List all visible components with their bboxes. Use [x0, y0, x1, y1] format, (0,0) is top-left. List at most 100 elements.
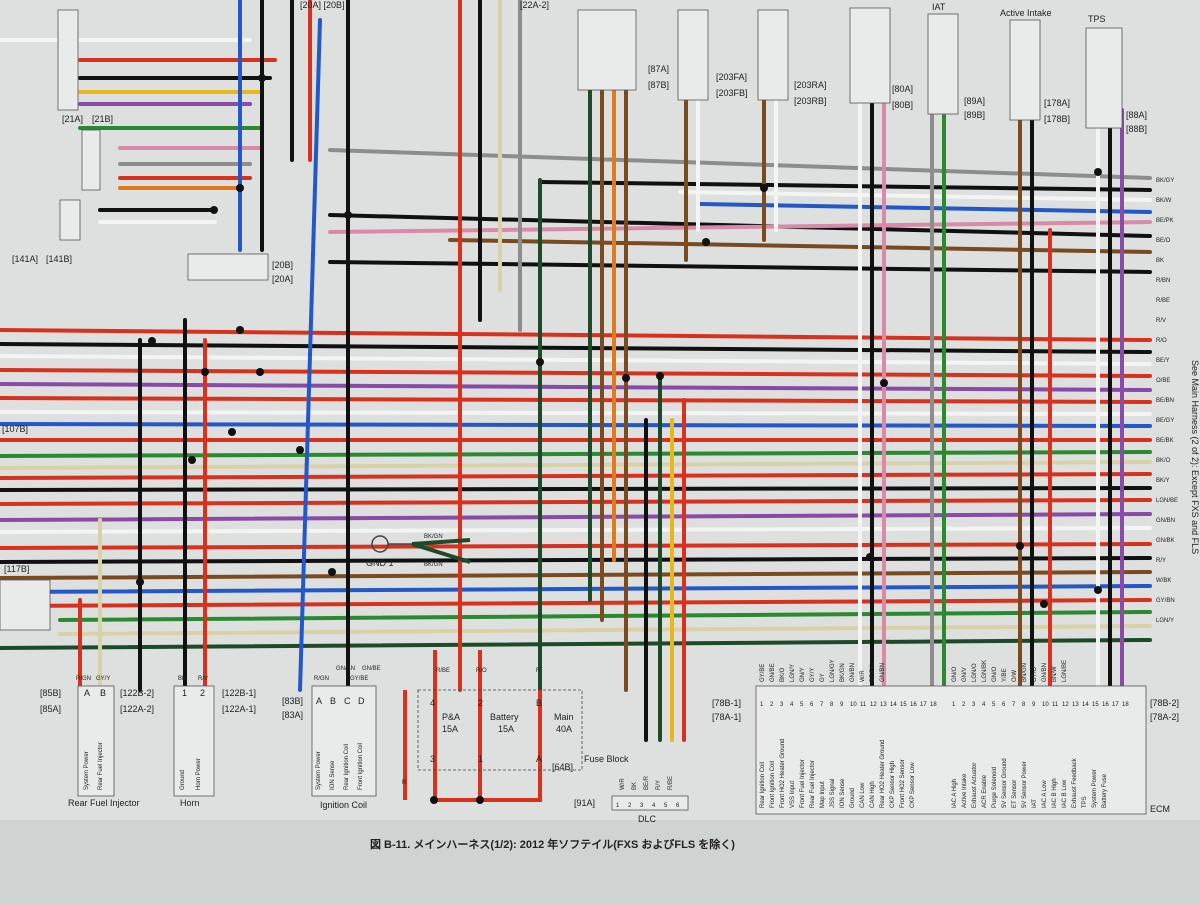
right-wire-label: R/Y [1156, 558, 1166, 564]
ecm-pin-left: 8 [830, 702, 834, 708]
right-wire-label: R/O [1156, 338, 1167, 344]
ref-122a-1: [122A-1] [222, 704, 256, 714]
dlc-wire: R/Y [656, 780, 662, 790]
connector-87 [577, 9, 637, 91]
horn-wire-bk: BK [178, 676, 186, 682]
fuse-pa-name: P&A [442, 712, 460, 722]
right-wire-label: BE/BK [1156, 438, 1174, 444]
fuse-pa-amps: 15A [442, 724, 458, 734]
ecm-function-left: Front Fuel Injector [800, 759, 806, 808]
ecm-wire-left: GY/BE [760, 664, 766, 682]
ecm-function-right: IAC B Low [1062, 779, 1068, 808]
fuse-pin-b: B [536, 698, 542, 708]
ecm-function-right: IAC A High [952, 779, 958, 808]
ecm-function-left: VSS Input [790, 781, 796, 808]
ign-pin-c: C [344, 696, 351, 706]
horn-pin-2: 2 [200, 688, 205, 698]
ref-87a: [87A] [648, 64, 669, 74]
ref-85b: [85B] [40, 688, 61, 698]
ref-203rb: [203RB] [794, 96, 827, 106]
ecm-wire-right: LGN/O [972, 663, 978, 682]
right-wire-label: GN/BN [1156, 518, 1175, 524]
ecm-function-left: Front HO2 Sensor [900, 759, 906, 808]
fuse-bottom-wire: R [402, 780, 407, 786]
ignition-coil-function: Rear Ignition Coil [344, 744, 350, 790]
fuse-main-amps: 40A [556, 724, 572, 734]
ecm-pin-left: 3 [780, 702, 784, 708]
ecm-wire-left: GN/Y [800, 667, 806, 682]
figure-caption: 図 B-11. メインハーネス(1/2): 2012 年ソフテイル(FXS およ… [370, 839, 735, 851]
wire-gyy: GY/Y [96, 676, 110, 682]
dlc-wire: W/R [620, 778, 626, 790]
ref-88a: [88A] [1126, 110, 1147, 120]
ecm-function-left: Front HO2 Heater Ground [780, 739, 786, 808]
ecm-pin-right: 6 [1002, 702, 1006, 708]
horn-pin-1: 1 [182, 688, 187, 698]
right-wire-label: BE/O [1156, 238, 1171, 244]
ecm-pin-left: 2 [770, 702, 774, 708]
ecm-wire-right: BN/W [1052, 666, 1058, 682]
rear-fuel-injector-title: Rear Fuel Injector [68, 798, 140, 808]
ecm-pin-left: 14 [890, 702, 897, 708]
dlc-wire: BK [632, 782, 638, 790]
ecm-function-left: Rear Fuel Injector [810, 760, 816, 808]
ign-wire-2: GN/BN [336, 666, 355, 672]
ecm-wire-right: BN/GN [1022, 663, 1028, 682]
ecm-function-right: TPS [1082, 796, 1088, 808]
connector-203f [677, 9, 709, 101]
horn-wire-rv: R/V [198, 676, 208, 682]
fuse-wire-ro: R/O [476, 668, 487, 674]
ign-pin-d: D [358, 696, 365, 706]
dlc-pin: 3 [640, 803, 644, 809]
ecm-pin-left: 17 [920, 702, 927, 708]
ecm-pin-right: 9 [1032, 702, 1036, 708]
connector-80 [849, 7, 891, 104]
connector-20 [187, 253, 269, 281]
ecm-wire-left: GN/BN [850, 663, 856, 682]
ecm-wire-left: BE/PK [870, 664, 876, 682]
right-wire-label: LGN/BE [1156, 498, 1178, 504]
dlc-pin: 1 [616, 803, 620, 809]
ecm-function-right: IAC A Low [1042, 780, 1048, 808]
ecm-pin-right: 14 [1082, 702, 1089, 708]
right-wire-label: BK/O [1156, 458, 1171, 464]
fuse-pin-1: 1 [478, 754, 483, 764]
ecm-pin-right: 12 [1062, 702, 1069, 708]
ref-78b-1: [78B-1] [712, 698, 741, 708]
ecm-function-right: 5V Sensor Power [1022, 761, 1028, 808]
ecm-pin-left: 9 [840, 702, 844, 708]
ecm-function-left: Front Ignition Coil [770, 761, 776, 808]
ecm-function-left: CAN High [870, 781, 876, 808]
ecm-function-right: 5V Sensor Ground [1002, 758, 1008, 808]
ign-wire-1: R/GN [314, 676, 329, 682]
ecm-wire-right: GN/O [992, 666, 998, 682]
fuse-main-name: Main [554, 712, 574, 722]
connector-203r [757, 9, 789, 101]
ecm-pin-left: 10 [850, 702, 857, 708]
ground-wire-1: BK/GN [424, 534, 443, 540]
ecm-wire-left: GN/BE [770, 663, 776, 682]
ecm-function-left: JSS Signal [830, 779, 836, 808]
ref-80b: [80B] [892, 100, 913, 110]
ref-122b-1: [122B-1] [222, 688, 256, 698]
ref-78b-2: [78B-2] [1150, 698, 1179, 708]
ign-pin-a: A [316, 696, 322, 706]
ref-107b: [107B] [2, 424, 28, 434]
ecm-function-left: ION Sense [840, 778, 846, 808]
ecm-function-right: Battery Fuse [1102, 773, 1108, 808]
ecm-pin-left: 5 [800, 702, 804, 708]
connector-ignition-coil: [83B] [83A] A B C D R/GN GN/BN GY/BE GN/… [282, 666, 381, 810]
right-wire-label: GN/BK [1156, 538, 1175, 544]
dlc-pin: 6 [676, 803, 680, 809]
ecm-function-right: Active Intake [962, 773, 968, 808]
ignition-coil-function: ION Sense [330, 760, 336, 790]
fuse-block-title: Fuse Block [584, 754, 629, 764]
ecm-pin-left: 12 [870, 702, 877, 708]
ref-141a: [141A] [12, 254, 38, 264]
ecm-function-right: ET Sensor [1012, 780, 1018, 808]
upper-left-connectors: [21A] [21B] [141A] [141B] [20B] [20A] [1… [0, 9, 293, 631]
rear-fuel-injector-function: Rear Fuel Injector [98, 742, 104, 790]
ecm-wire-right: LGN/BE [1062, 660, 1068, 682]
ecm-function-right: ACR Enable [982, 774, 988, 808]
